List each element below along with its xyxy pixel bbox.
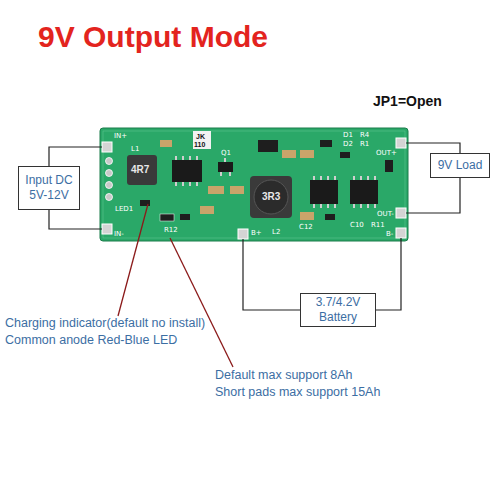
inductor-core bbox=[254, 180, 288, 214]
pad-label: B- bbox=[386, 231, 393, 238]
part-designator: R1 bbox=[360, 141, 369, 148]
part-designator: R11 bbox=[371, 222, 385, 229]
part-designator: D2 bbox=[343, 141, 353, 148]
ic-chip bbox=[172, 156, 202, 186]
inductor bbox=[250, 176, 292, 218]
box-label: Input DC 5V-12V bbox=[21, 173, 77, 203]
ic-chip bbox=[310, 176, 338, 208]
part-designator: C10 bbox=[350, 222, 364, 229]
box-label: 9V Load bbox=[438, 158, 483, 173]
annotation: Default max support 8Ah bbox=[215, 369, 353, 382]
annotation: Common anode Red-Blue LED bbox=[5, 334, 177, 347]
part-designator: R12 bbox=[164, 227, 178, 234]
box-label: 3.7/4.2V Battery bbox=[303, 295, 373, 325]
led-pad bbox=[106, 194, 113, 201]
pcb-outline bbox=[103, 131, 405, 238]
led-pad bbox=[106, 170, 113, 177]
led-pad bbox=[106, 182, 113, 189]
battery-plus-pad bbox=[238, 229, 248, 239]
out-minus-pad bbox=[396, 208, 406, 218]
in-minus-pad bbox=[102, 224, 112, 234]
pad-label: OUT- bbox=[377, 211, 394, 218]
pad-label: IN- bbox=[114, 231, 124, 238]
part-designator: L2 bbox=[272, 229, 280, 236]
pad-label: IN+ bbox=[114, 133, 127, 140]
pcb-board bbox=[100, 128, 408, 241]
inductor-marking: 4R7 bbox=[131, 165, 149, 175]
pad-label: OUT+ bbox=[376, 150, 397, 157]
annotation: Short pads max support 15Ah bbox=[215, 386, 380, 399]
battery-box: 3.7/4.2V Battery bbox=[300, 293, 376, 327]
pad-label: LED1 bbox=[115, 206, 133, 213]
input-box: Input DC 5V-12V bbox=[18, 166, 80, 210]
part-designator: Q1 bbox=[221, 150, 231, 157]
leader-line bbox=[170, 238, 233, 367]
ic-chip bbox=[350, 176, 378, 208]
load-box: 9V Load bbox=[430, 153, 490, 178]
sticker-text: JK bbox=[196, 133, 205, 140]
inductor bbox=[127, 155, 157, 185]
smd-parts bbox=[140, 140, 393, 221]
inductor-marking: 3R3 bbox=[262, 192, 280, 202]
in-plus-pad bbox=[102, 142, 112, 152]
wires bbox=[49, 143, 460, 310]
pad-label: B+ bbox=[251, 230, 262, 237]
part-designator: L1 bbox=[131, 146, 139, 153]
leader-line bbox=[118, 204, 148, 316]
part-designator: R4 bbox=[360, 132, 369, 139]
led-pad bbox=[106, 158, 113, 165]
part-designator: C12 bbox=[299, 224, 313, 231]
sticker-text: 110 bbox=[194, 141, 205, 148]
part-designator: D1 bbox=[343, 132, 353, 139]
diagram-title: 9V Output Mode bbox=[38, 20, 268, 54]
annotation: Charging indicator(default no install) bbox=[5, 317, 205, 330]
out-plus-pad bbox=[396, 138, 406, 148]
jumper-note: JP1=Open bbox=[373, 94, 442, 108]
battery-minus-pad bbox=[396, 228, 406, 238]
transistor bbox=[218, 158, 233, 176]
jk-sticker bbox=[193, 131, 211, 149]
